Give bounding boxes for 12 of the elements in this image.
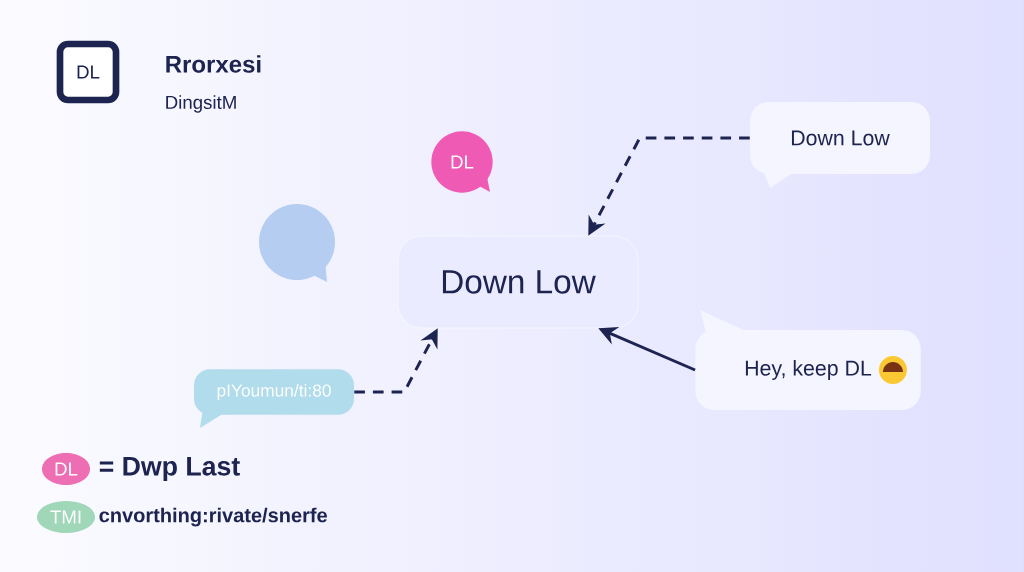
badge: DL xyxy=(42,453,90,485)
badge-bubble: DL xyxy=(431,131,493,193)
legend-text: cnvorthing:rivate/snerfe xyxy=(99,507,327,527)
badge: TMI xyxy=(37,501,95,533)
term-box: Down Low xyxy=(397,235,639,329)
speech-bubble: Hey, keep DL xyxy=(695,310,921,410)
legend-text: = Dwp Last xyxy=(99,457,240,481)
speech-bubble: pIYoumun/ti:80 xyxy=(194,369,354,428)
title: Rrorxesi xyxy=(166,55,261,73)
subtitle: DingsitM xyxy=(166,95,236,113)
speech-bubble: Down Low xyxy=(750,102,930,188)
phone-bubble xyxy=(259,204,335,282)
